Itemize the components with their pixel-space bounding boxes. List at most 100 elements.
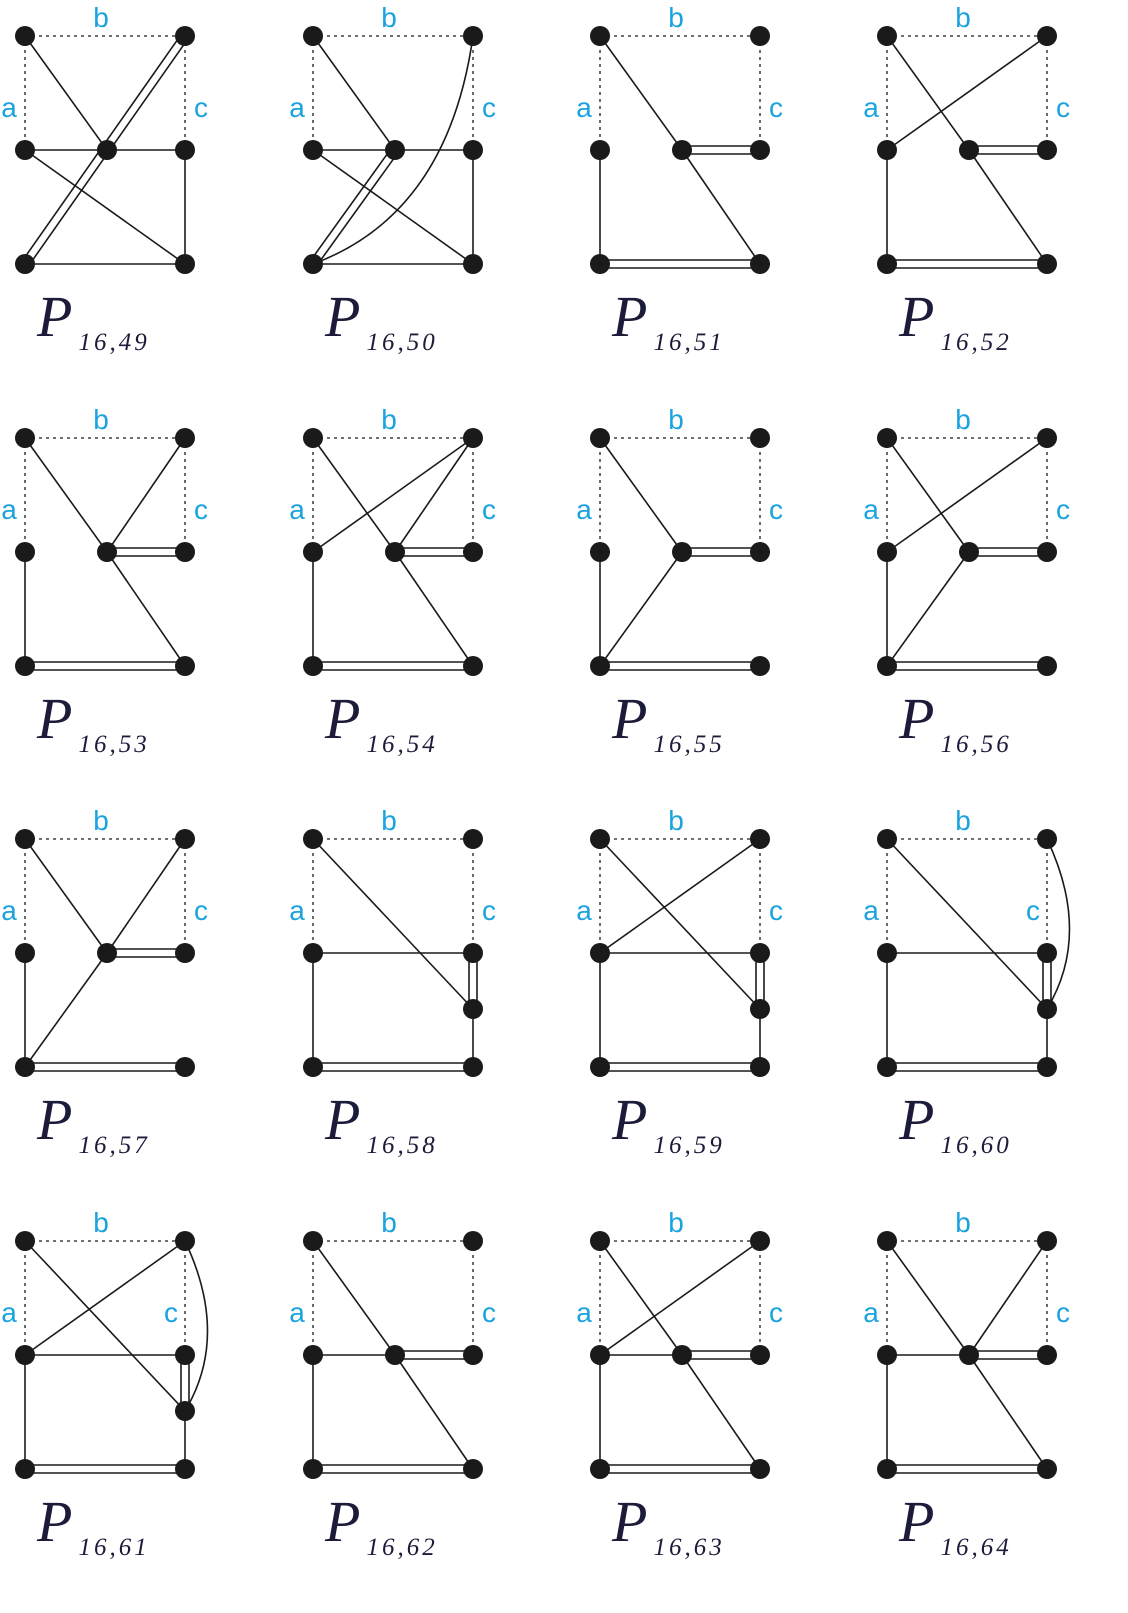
vertex (877, 428, 897, 448)
label-b: b (381, 805, 397, 836)
label-b: b (381, 404, 397, 435)
vertex (385, 140, 405, 160)
edge-single (599, 35, 683, 151)
vertex (877, 1459, 897, 1479)
vertex (303, 1231, 323, 1251)
vertex (303, 1057, 323, 1077)
vertex (590, 1459, 610, 1479)
vertex (15, 656, 35, 676)
edge-single (886, 437, 1048, 553)
vertex (175, 1401, 195, 1421)
vertex (1037, 1459, 1057, 1479)
edge-single (24, 838, 108, 954)
label-b: b (668, 1207, 684, 1238)
vertex (750, 943, 770, 963)
vertex (385, 1345, 405, 1365)
caption-letter: P (898, 1087, 934, 1152)
vertex (1037, 1057, 1057, 1077)
vertex (15, 1459, 35, 1479)
caption-subscript: 16,54 (366, 731, 437, 758)
vertex (750, 1345, 770, 1365)
vertex (877, 26, 897, 46)
edge-single (681, 1354, 761, 1470)
vertex (175, 1345, 195, 1365)
edge-single (886, 35, 1048, 151)
vertex (385, 542, 405, 562)
vertex (303, 140, 323, 160)
edge-single (24, 1240, 186, 1412)
vertex (1037, 1345, 1057, 1365)
vertex (175, 656, 195, 676)
vertex (877, 1345, 897, 1365)
caption-subscript: 16,63 (653, 1534, 724, 1561)
caption-letter: P (898, 284, 934, 349)
vertex (1037, 542, 1057, 562)
vertex (463, 1345, 483, 1365)
vertex (303, 428, 323, 448)
vertex (959, 1345, 979, 1365)
vertex (672, 1345, 692, 1365)
caption-letter: P (324, 686, 360, 751)
vertex (590, 1231, 610, 1251)
label-b: b (955, 404, 971, 435)
caption-letter: P (36, 686, 72, 751)
vertex (1037, 656, 1057, 676)
label-b: b (93, 1207, 109, 1238)
vertex (303, 1345, 323, 1365)
edge-single (24, 437, 108, 553)
label-a: a (1, 1297, 17, 1328)
label-c: c (194, 92, 208, 123)
caption-letter: P (611, 686, 647, 751)
edge-single (312, 437, 396, 553)
vertex (303, 1459, 323, 1479)
vertex (590, 1057, 610, 1077)
edge-single (599, 1240, 761, 1356)
label-b: b (93, 805, 109, 836)
caption-letter: P (324, 1489, 360, 1554)
vertex (877, 1231, 897, 1251)
label-b: b (668, 2, 684, 33)
caption-subscript: 16,62 (366, 1534, 437, 1561)
caption-letter: P (36, 1087, 72, 1152)
vertex (303, 26, 323, 46)
edge-single (106, 551, 186, 667)
label-b: b (381, 2, 397, 33)
label-a: a (576, 494, 592, 525)
vertex (175, 943, 195, 963)
label-a: a (863, 92, 879, 123)
vertex (463, 254, 483, 274)
vertex (750, 1231, 770, 1251)
vertex (15, 829, 35, 849)
caption-letter: P (36, 1489, 72, 1554)
vertex (590, 542, 610, 562)
edge-single (24, 1240, 186, 1356)
vertex (1037, 428, 1057, 448)
edge-single (24, 35, 108, 151)
caption-subscript: 16,50 (366, 329, 437, 356)
edge-single (886, 838, 1048, 1010)
vertex (959, 140, 979, 160)
vertex (590, 26, 610, 46)
label-b: b (955, 805, 971, 836)
vertex (175, 428, 195, 448)
vertex (750, 428, 770, 448)
caption-subscript: 16,61 (78, 1534, 149, 1561)
vertex (303, 656, 323, 676)
caption-subscript: 16,51 (653, 329, 724, 356)
caption-subscript: 16,64 (940, 1534, 1011, 1561)
label-a: a (1, 494, 17, 525)
vertex (463, 999, 483, 1019)
